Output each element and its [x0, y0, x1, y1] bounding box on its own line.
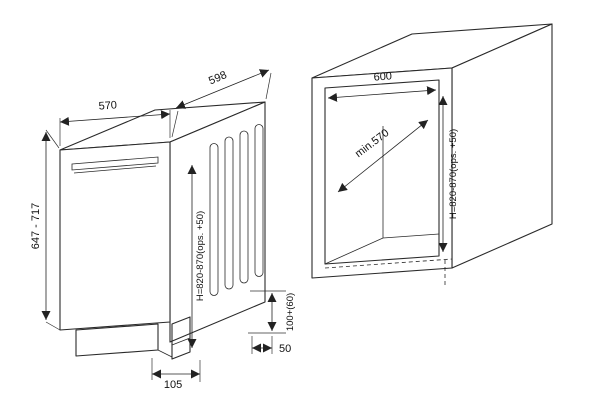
niche-plinth-dashed-line: [324, 258, 453, 269]
door-handle-lip: [73, 165, 157, 174]
dim-niche-height: H=820-870(ops. +50): [438, 96, 459, 252]
niche-figure: 600 min.570 H=820-870(ops. +50): [311, 23, 553, 286]
vent-slot: [209, 143, 219, 296]
dim-top-width: 570: [59, 99, 171, 146]
dim-rear-clearance: 50: [251, 336, 291, 355]
dim-height-range: 647 - 717: [30, 129, 61, 331]
adjustable-foot-line: [171, 337, 191, 346]
vent-slot: [254, 124, 264, 277]
plinth-panel: [75, 323, 159, 357]
dim-label-base-height: 100+(60): [285, 293, 296, 331]
adjustable-foot: [171, 316, 191, 360]
niche-floor-depth-edge: [324, 237, 384, 265]
dim-base-height: 100+(60): [248, 290, 296, 334]
niche-opening: [324, 79, 440, 265]
dim-label-install-height: H=820-870(ops. +50): [195, 211, 206, 301]
door-handle: [71, 156, 159, 171]
dishwasher-door: [59, 141, 171, 331]
dim-label-rear-clearance: 50: [279, 343, 291, 355]
dim-niche-width: 600: [327, 70, 437, 102]
vent-slot: [239, 130, 249, 284]
dim-label-niche-height: H=820-870(ops. +50): [448, 129, 459, 219]
dishwasher-figure: 570 598 647 - 717 H=820-870(ops. +50) 10…: [30, 69, 296, 391]
floor-line: [157, 349, 173, 358]
dim-install-height: H=820-870(ops. +50): [187, 165, 206, 348]
dim-plinth-recess: 105: [151, 358, 201, 391]
dim-label-top-depth: 598: [207, 69, 229, 87]
dim-label-height-range: 647 - 717: [30, 203, 42, 249]
dishwasher-side-face: [169, 101, 266, 343]
dim-label-niche-width: 600: [373, 70, 392, 83]
dim-label-plinth-recess: 105: [164, 379, 182, 391]
dim-label-top-width: 570: [98, 99, 117, 112]
vent-slot: [224, 136, 234, 290]
niche-floor-back-edge: [382, 233, 440, 239]
